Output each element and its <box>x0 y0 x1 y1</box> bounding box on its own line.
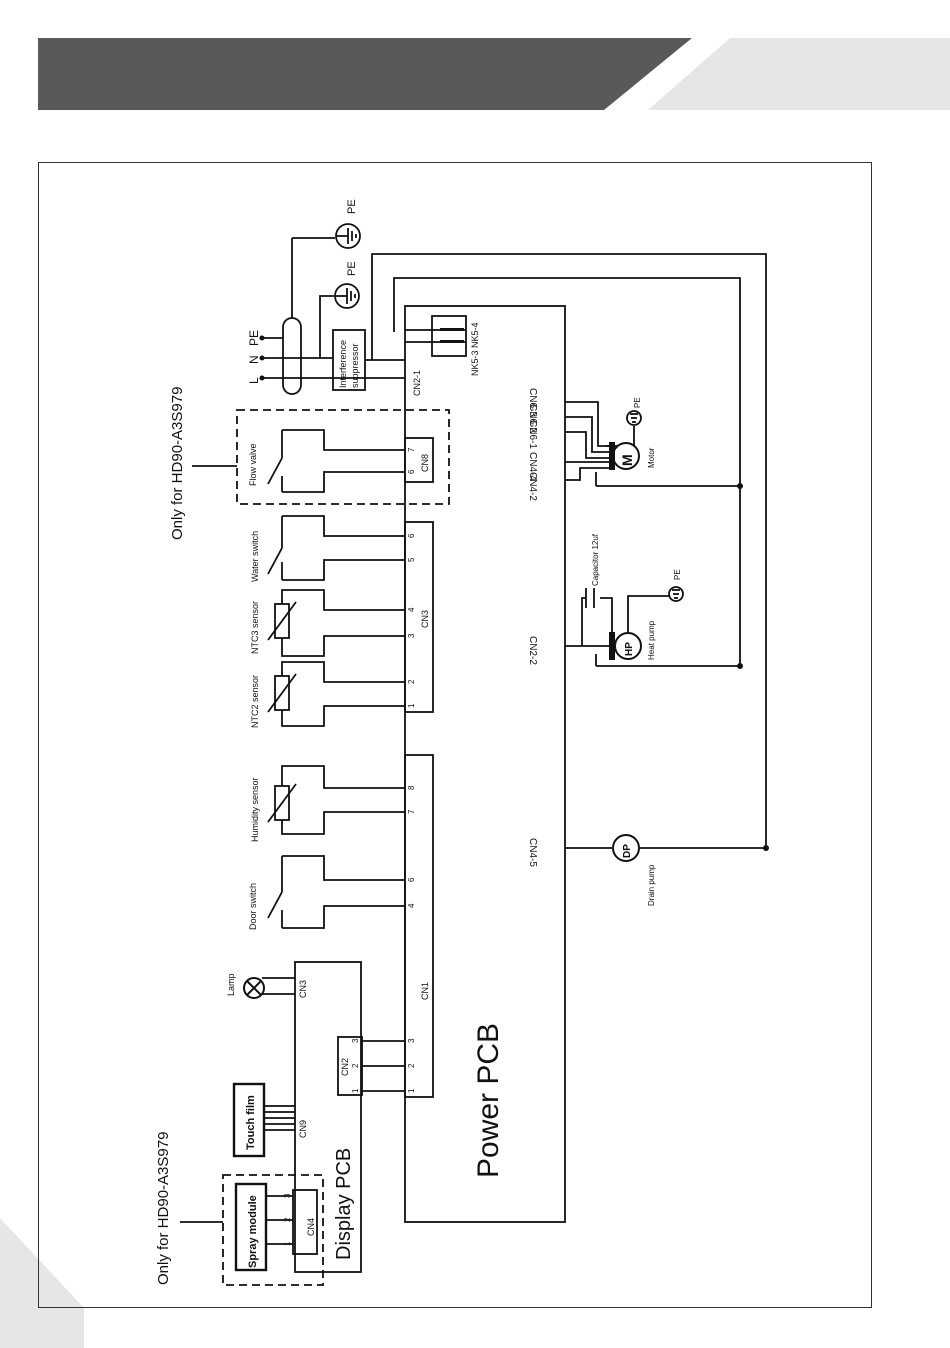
pin-label: 3 <box>351 1038 360 1043</box>
pin-label: 1 <box>351 1088 360 1093</box>
pin-label: 1 <box>283 1241 292 1246</box>
mains-cable <box>282 317 302 395</box>
motor-symbol-text: M <box>619 454 635 466</box>
header-light-band <box>648 38 950 110</box>
pin-label: 7 <box>407 809 416 814</box>
note-top: Only for HD90-A3S979 <box>169 387 186 540</box>
cn1-block <box>404 754 434 1098</box>
suppressor-label-1: Interference <box>338 340 348 388</box>
pin-label: 2 <box>407 1063 416 1068</box>
spray-module-label: Spray module <box>247 1195 259 1268</box>
pin-label: 2 <box>283 1217 292 1222</box>
pin-label: 3 <box>407 633 416 638</box>
pe-label-4: PE <box>673 569 682 580</box>
diagram-frame <box>38 162 872 1308</box>
pin-label: 8 <box>407 785 416 790</box>
cn2-label: CN2 <box>340 1058 350 1076</box>
pin-label: 3 <box>283 1193 292 1198</box>
drain-pump-label: Drain pump <box>647 864 656 906</box>
terminal-n: N <box>247 355 261 364</box>
lamp-label: Lamp <box>226 973 236 996</box>
neutral-loop <box>393 277 741 667</box>
pin-label: 3 <box>407 1038 416 1043</box>
header-banner <box>38 38 950 110</box>
terminal-l: L <box>247 377 261 384</box>
cn9-label: CN9 <box>298 1120 308 1138</box>
capacitor-label: Capacitor 12uf <box>591 533 600 586</box>
drain-pump-symbol-text: DP <box>622 844 633 858</box>
heat-pump-symbol-text: HP <box>624 642 635 656</box>
water-switch-label: Water switch <box>250 531 260 582</box>
cn4-4-label: CN4-4 <box>527 452 538 481</box>
ground-icon <box>626 410 642 426</box>
ground-icon <box>334 283 360 309</box>
drain-pump-loop <box>371 253 767 849</box>
pin-label: 4 <box>407 903 416 908</box>
cn4-block <box>292 1189 318 1255</box>
pin-label: 1 <box>407 703 416 708</box>
page-corner-decoration <box>0 1218 84 1348</box>
humidity-label: Humidity sensor <box>250 777 260 842</box>
cn8-block <box>404 437 434 483</box>
cn4-label: CN4 <box>306 1218 316 1236</box>
cn2-1-label: CN2-1 <box>412 370 422 396</box>
spray-module-option-box <box>222 1174 324 1286</box>
pe-label-3: PE <box>633 397 642 408</box>
cn8-label: CN8 <box>420 454 430 472</box>
cn1-label: CN1 <box>420 982 430 1000</box>
disp-cn3-label: CN3 <box>298 980 308 998</box>
display-pcb-board <box>294 961 362 1273</box>
door-switch-label: Door switch <box>248 883 258 930</box>
cn4-5-label: CN4-5 <box>527 838 538 867</box>
heat-pump-label: Heat pump <box>647 620 656 660</box>
pin-label: 7 <box>407 447 416 452</box>
ground-icon <box>335 223 361 249</box>
display-pcb-label: Display PCB <box>333 1148 355 1260</box>
power-pcb-label: Power PCB <box>472 1023 505 1178</box>
note-bottom: Only for HD90-A3S979 <box>155 1132 172 1285</box>
cn6-1-label: CN6-1 <box>527 420 538 449</box>
cn6-3-label: CN6-3 <box>527 388 538 417</box>
ground-icon <box>668 586 684 602</box>
nk-label: NK5-3 NK5-4 <box>470 322 480 376</box>
ntc3-label: NTC3 sensor <box>250 601 260 654</box>
terminal-pe: PE <box>247 330 261 346</box>
touch-film-label: Touch film <box>245 1095 257 1150</box>
pe-label-1: PE <box>346 199 358 214</box>
pin-label: 6 <box>407 469 416 474</box>
header-dark-band <box>38 38 692 110</box>
cn2-2-label: CN2-2 <box>527 636 538 665</box>
cn3-block <box>404 521 434 713</box>
pin-label: 4 <box>407 607 416 612</box>
flow-valve-label: Flow valve <box>248 443 258 486</box>
pin-label: 6 <box>407 877 416 882</box>
touch-film-box <box>232 1082 266 1158</box>
spray-module-box <box>234 1182 268 1272</box>
pe-label-2: PE <box>346 261 358 276</box>
nk-connector-block <box>431 315 467 357</box>
cn3-label: CN3 <box>420 610 430 628</box>
ntc2-label: NTC2 sensor <box>250 675 260 728</box>
drain-pump-symbol <box>612 834 640 862</box>
cn6-2-label: CN6-2 <box>527 404 538 433</box>
pin-label: 6 <box>407 533 416 538</box>
pin-label: 1 <box>407 1088 416 1093</box>
pin-label: 5 <box>407 557 416 562</box>
motor-label: Motor <box>647 447 656 468</box>
flow-valve-option-box <box>236 409 450 505</box>
pin-label: 2 <box>407 679 416 684</box>
pin-label: 2 <box>351 1063 360 1068</box>
cn4-2-label: CN4-2 <box>527 472 538 501</box>
suppressor-label-2: suppressor <box>350 343 360 388</box>
